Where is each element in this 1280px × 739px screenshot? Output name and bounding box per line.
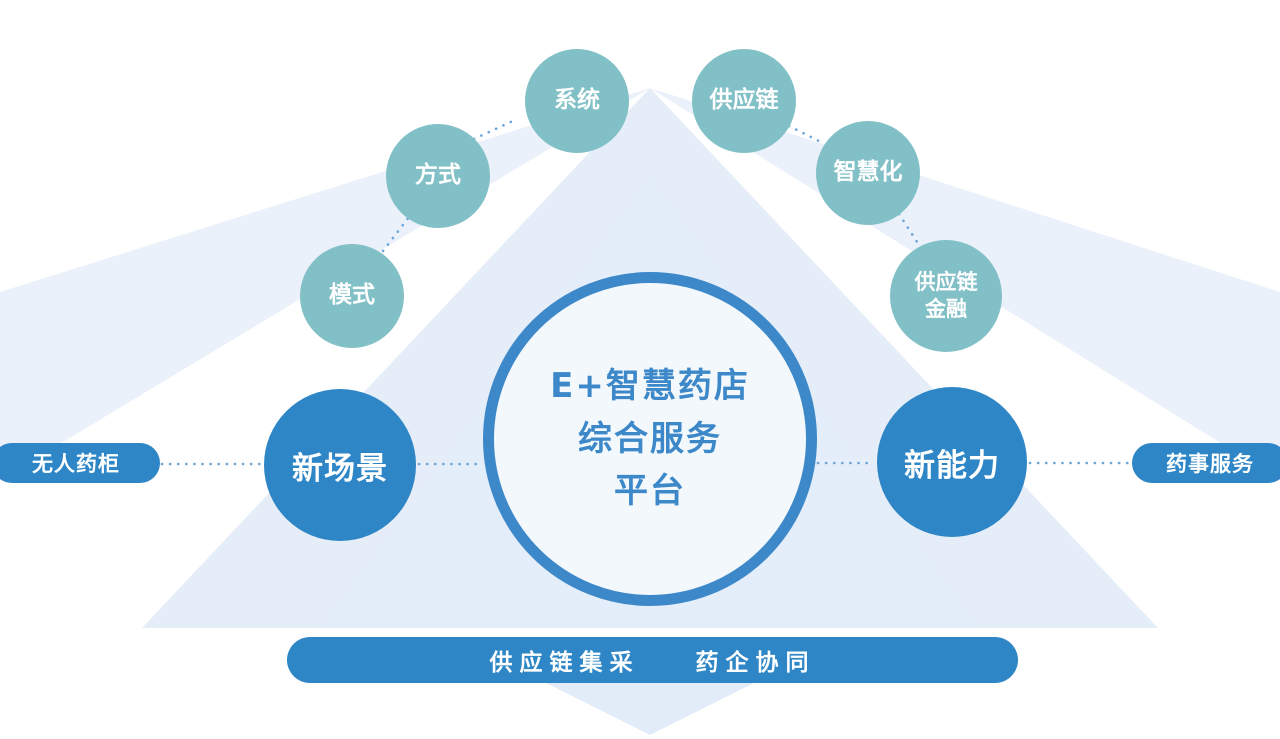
satellite-method: 方式 [386, 124, 490, 228]
bottom-bar: 供应链集采 药企协同 [287, 637, 1018, 683]
bottom-bar-item-collaboration: 药企协同 [695, 650, 816, 676]
connector-moshi-fangshi [381, 215, 411, 253]
pill-pharmacy-service: 药事服务 [1132, 443, 1280, 483]
node-new-ability: 新能力 [877, 387, 1027, 537]
satellite-system: 系统 [525, 49, 629, 153]
center-platform-circle: E+智慧药店 综合服务 平台 [483, 272, 817, 606]
connector-fangshi-xitong [472, 117, 519, 141]
satellite-mode: 模式 [300, 244, 404, 348]
connector-gongyinglian-zhihuihua [787, 124, 825, 145]
node-new-scene: 新场景 [264, 389, 416, 541]
pill-unmanned-cabinet: 无人药柜 [0, 443, 160, 483]
satellite-intelligence: 智慧化 [816, 121, 920, 225]
bottom-bar-item-procurement: 供应链集采 [489, 650, 640, 676]
satellite-supply-chain-finance: 供应链 金融 [890, 240, 1002, 352]
connector-zhihuihua-jinrong [897, 212, 923, 250]
satellite-supply-chain: 供应链 [692, 49, 796, 153]
